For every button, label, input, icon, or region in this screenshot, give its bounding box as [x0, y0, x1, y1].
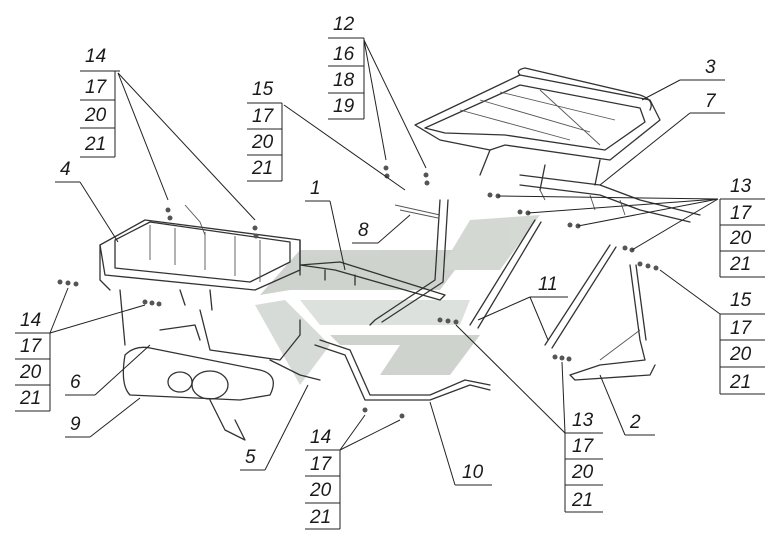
callout-stack-14-top-left: 14 17 20 21 [80, 46, 256, 221]
callout-1: 1 [305, 178, 346, 271]
svg-text:11: 11 [538, 274, 558, 295]
rear-rack [414, 67, 661, 191]
svg-text:8: 8 [358, 220, 369, 241]
center-brace [299, 261, 446, 301]
callout-4: 4 [55, 159, 119, 243]
svg-text:17: 17 [730, 203, 753, 224]
svg-text:17: 17 [252, 106, 275, 127]
watermark-logo [255, 215, 540, 385]
svg-text:16: 16 [333, 44, 355, 65]
callout-5: 5 [240, 384, 309, 471]
front-rack [99, 204, 301, 346]
svg-text:13: 13 [572, 410, 594, 431]
svg-text:2: 2 [629, 412, 641, 433]
svg-text:14: 14 [20, 310, 41, 331]
callout-3: 3 [641, 57, 725, 101]
callout-2: 2 [599, 374, 655, 436]
fasteners [57, 165, 659, 419]
svg-text:9: 9 [70, 414, 81, 435]
svg-text:20: 20 [84, 105, 107, 126]
svg-text:20: 20 [729, 344, 752, 365]
callout-10: 10 [429, 401, 492, 486]
bottom-tube [314, 339, 491, 401]
callout-stack-15-top: 15 17 20 21 [247, 79, 406, 191]
long-tube [369, 199, 449, 326]
svg-text:17: 17 [85, 77, 108, 98]
svg-text:17: 17 [20, 336, 43, 357]
svg-text:21: 21 [84, 134, 106, 155]
callout-stack-14-bottom: 14 17 20 21 [305, 414, 401, 530]
svg-text:20: 20 [571, 462, 594, 483]
svg-text:20: 20 [309, 480, 332, 501]
callout-11: 11 [477, 274, 568, 341]
callout-7: 7 [599, 91, 725, 186]
svg-text:3: 3 [705, 57, 716, 78]
svg-text:4: 4 [60, 159, 71, 180]
svg-text:20: 20 [19, 362, 42, 383]
svg-text:21: 21 [571, 490, 593, 511]
svg-text:6: 6 [70, 372, 81, 393]
svg-text:21: 21 [729, 254, 751, 275]
callout-stack-13-bottom: 13 17 20 21 [455, 324, 603, 513]
svg-text:5: 5 [245, 447, 256, 468]
callout-stack-15-right: 15 17 20 21 [659, 269, 765, 395]
diagonal-struts [469, 219, 617, 349]
callout-stack-14-left: 14 17 20 21 [15, 287, 146, 412]
callout-8: 8 [352, 214, 411, 244]
svg-text:20: 20 [729, 228, 752, 249]
svg-text:10: 10 [462, 462, 484, 483]
svg-text:21: 21 [19, 388, 41, 409]
svg-text:14: 14 [85, 46, 106, 67]
svg-text:15: 15 [730, 290, 752, 311]
callout-6: 6 [65, 344, 151, 396]
svg-text:17: 17 [730, 318, 753, 339]
lower-bracket [569, 264, 656, 381]
svg-text:1: 1 [310, 178, 321, 199]
svg-text:7: 7 [705, 91, 717, 112]
svg-text:21: 21 [251, 158, 273, 179]
callout-9: 9 [65, 397, 141, 438]
svg-text:17: 17 [310, 454, 333, 475]
svg-text:13: 13 [730, 176, 752, 197]
svg-text:12: 12 [333, 14, 355, 35]
svg-text:17: 17 [572, 436, 595, 457]
svg-text:20: 20 [251, 132, 274, 153]
svg-text:21: 21 [729, 372, 751, 393]
svg-text:19: 19 [333, 96, 355, 117]
callout-stack-12: 12 16 18 19 [328, 14, 427, 169]
lower-left-assembly [122, 309, 321, 441]
svg-text:15: 15 [252, 79, 274, 100]
callout-stack-13-right: 13 17 20 21 [497, 176, 765, 278]
svg-text:21: 21 [309, 507, 331, 528]
svg-text:14: 14 [310, 427, 331, 448]
svg-text:18: 18 [333, 70, 355, 91]
